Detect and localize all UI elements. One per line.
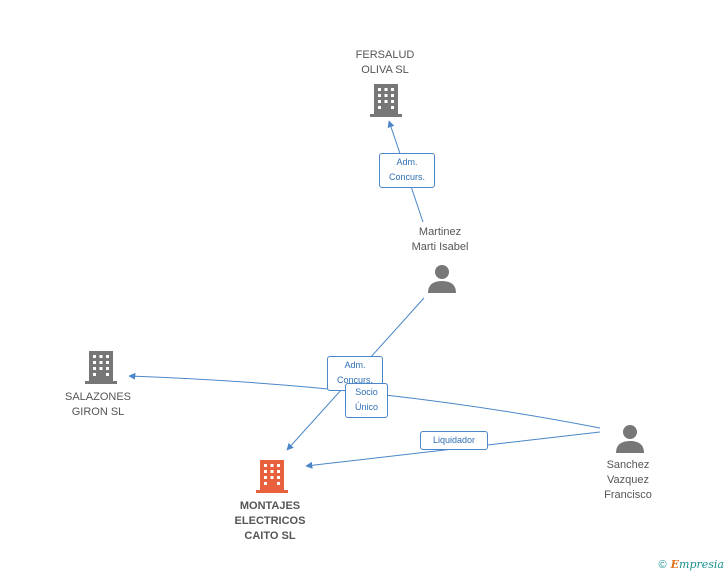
building-icon [85, 351, 117, 384]
node-label-montajes[interactable]: MONTAJES ELECTRICOS CAITO SL [234, 500, 306, 542]
brand-logo: Empresia [670, 558, 724, 571]
edge-label-liquidador: Liquidador [420, 431, 488, 450]
edge-label-socio-unico: Socio Único [345, 383, 388, 418]
node-label-sanchez[interactable]: Sanchez Vazquez Francisco [604, 459, 652, 501]
building-icon [256, 460, 288, 493]
node-label-martinez[interactable]: Martinez Marti Isabel [411, 226, 469, 253]
copyright-icon: © [658, 558, 667, 571]
edge-label-adm-concurs: Adm. Concurs. [379, 153, 435, 188]
building-icon [370, 84, 402, 117]
person-icon [428, 265, 456, 293]
node-label-fersalud[interactable]: FERSALUD OLIVA SL [355, 49, 415, 76]
copyright-brand: © Empresia [659, 558, 724, 571]
person-icon [616, 425, 644, 453]
node-label-salazones[interactable]: SALAZONES GIRON SL [64, 391, 132, 418]
